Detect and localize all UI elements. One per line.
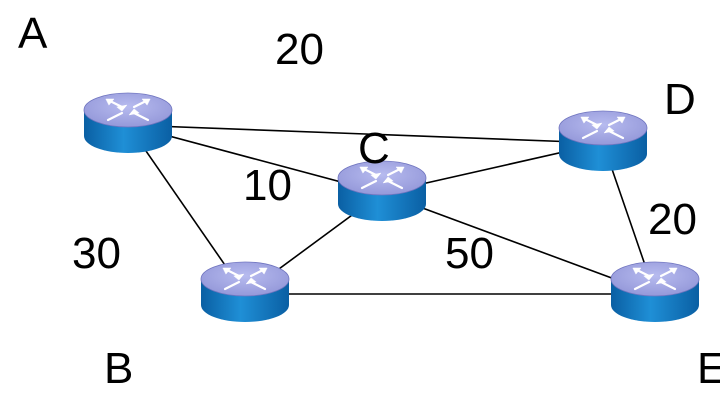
node-label-c: C: [358, 124, 390, 173]
router-icon-c: [337, 160, 427, 221]
node-label-d: D: [664, 75, 696, 124]
edge-weight-a-c: 10: [243, 161, 292, 210]
node-label-b: B: [104, 344, 134, 393]
router-icon-b: [200, 261, 290, 322]
edge-weight-a-b: 30: [72, 229, 121, 278]
node-label-e: E: [697, 344, 720, 393]
edge-weight-a-d: 20: [275, 25, 324, 74]
router-icon-d: [558, 110, 648, 171]
router-icon-e: [610, 261, 700, 322]
router-icon-a: [83, 92, 173, 153]
edge-a-d: [127, 124, 604, 144]
node-label-a: A: [18, 9, 48, 58]
edge-weight-d-e: 20: [648, 195, 697, 244]
edge-c-e: [381, 192, 656, 295]
edge-weight-c-e: 50: [445, 229, 494, 278]
